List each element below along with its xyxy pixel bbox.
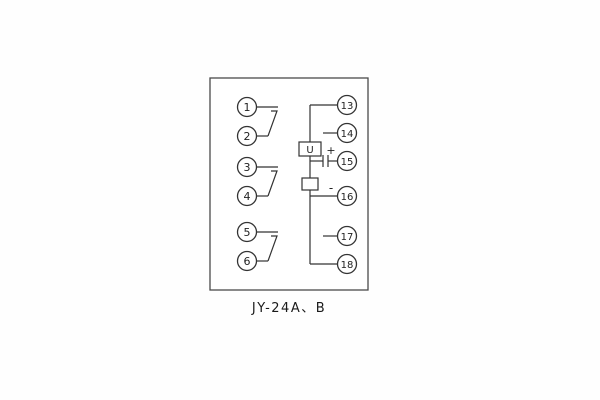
terminal-2-label: 2 <box>244 130 251 143</box>
terminal-5-label: 5 <box>244 226 251 239</box>
terminal-15-label: 15 <box>341 157 354 168</box>
switch-blade-1-2 <box>267 110 278 137</box>
rectifier-label: U <box>306 145 313 156</box>
terminal-17-label: 17 <box>341 232 354 243</box>
terminal-5-circle <box>236 221 258 243</box>
rectifier-box <box>298 141 322 157</box>
terminal-14-label: 14 <box>341 129 354 140</box>
terminal-1-label: 1 <box>244 101 251 114</box>
switch-blade-3-4 <box>267 170 278 197</box>
terminal-6-label: 6 <box>244 255 251 268</box>
terminal-1-circle <box>236 96 258 118</box>
terminal-15-circle <box>336 150 358 172</box>
left-terminal-labels: 1 2 3 4 5 6 <box>244 101 251 268</box>
terminal-13-circle <box>336 94 358 116</box>
right-terminal-labels: 13 14 15 16 17 18 <box>341 101 354 271</box>
right-terminals <box>336 94 358 275</box>
terminal-17-circle <box>336 225 358 247</box>
terminal-4-circle <box>236 185 258 207</box>
terminal-16-label: 16 <box>341 192 354 203</box>
coil-box <box>301 177 319 191</box>
contact-wires <box>257 106 278 262</box>
terminal-13-label: 13 <box>341 101 354 112</box>
terminal-3-label: 3 <box>244 161 251 174</box>
plus-polarity-mark: + <box>326 144 335 157</box>
terminal-18-circle <box>336 253 358 275</box>
switch-blade-5-6 <box>267 235 278 262</box>
minus-polarity-mark: - <box>329 181 333 195</box>
coil-wires <box>309 104 337 265</box>
terminal-14-circle <box>336 122 358 144</box>
left-terminals <box>236 96 258 272</box>
diagram-caption: JY-24A、B <box>251 301 327 316</box>
terminal-2-circle <box>236 125 258 147</box>
terminal-6-circle <box>236 250 258 272</box>
terminal-16-circle <box>336 185 358 207</box>
terminal-3-circle <box>236 156 258 178</box>
terminal-18-label: 18 <box>341 260 354 271</box>
terminal-4-label: 4 <box>244 190 251 203</box>
